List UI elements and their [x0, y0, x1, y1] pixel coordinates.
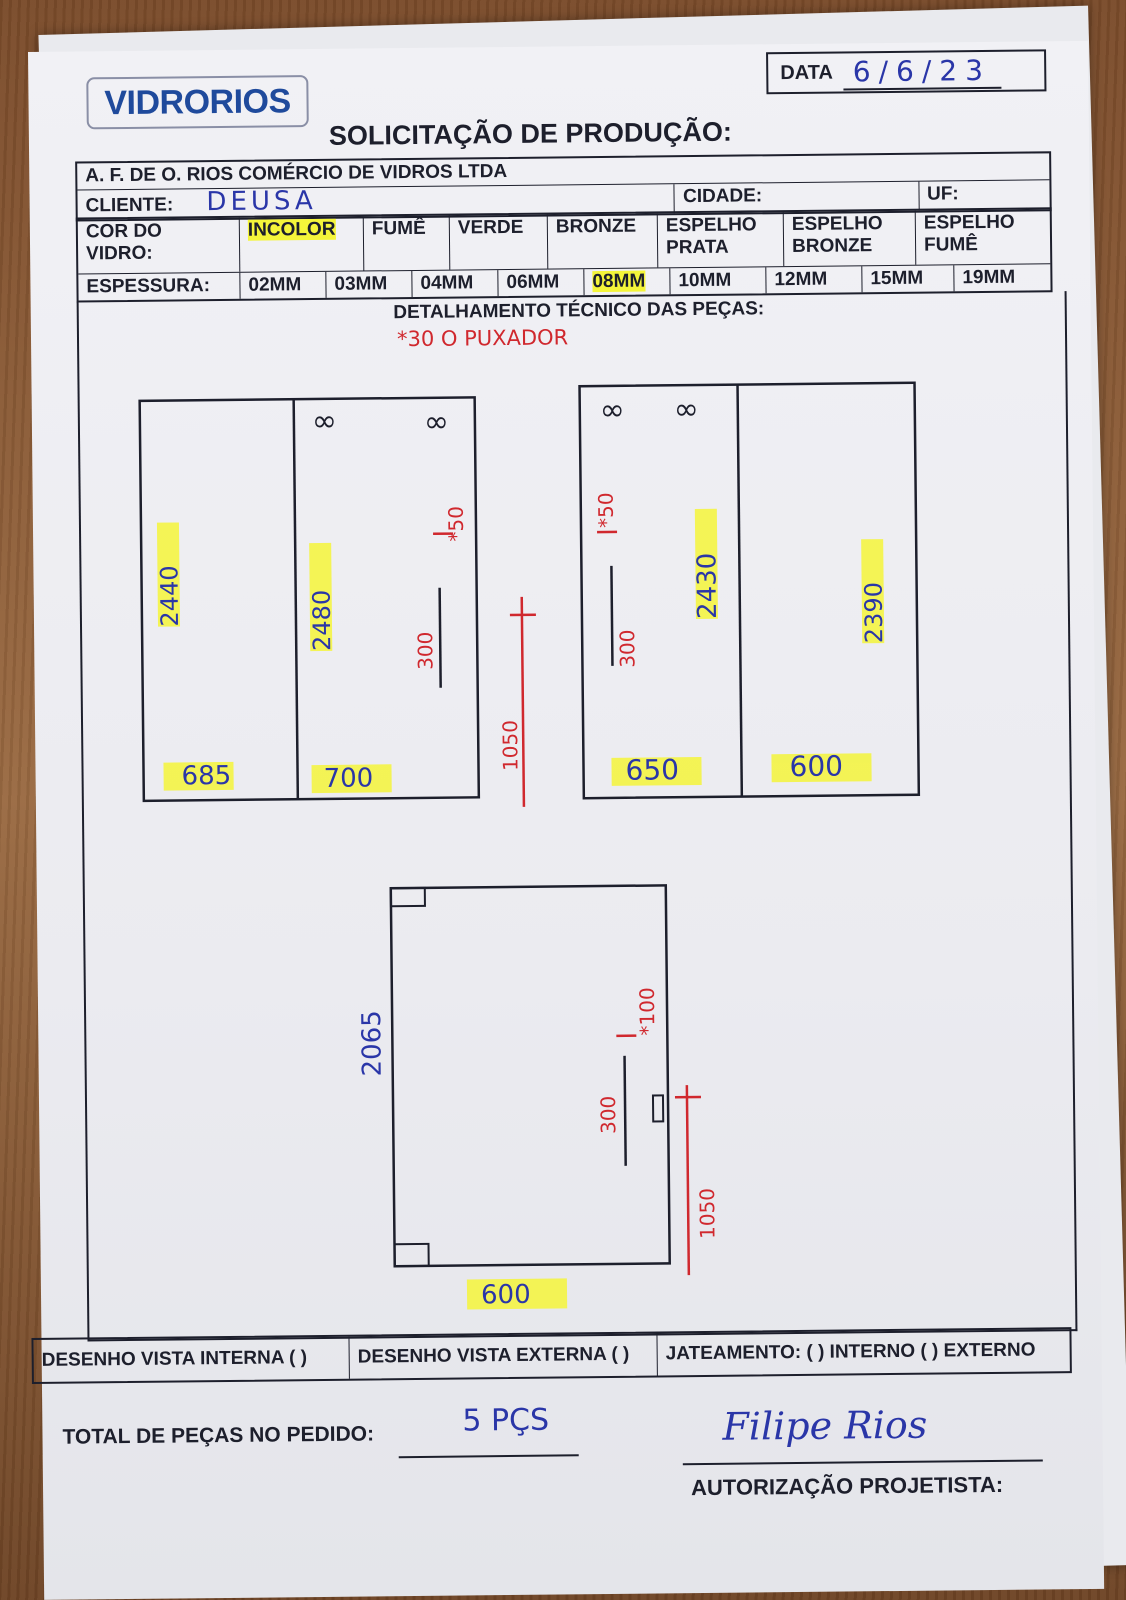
sandblast-option: JATEAMENTO: ( ) INTERNO ( ) EXTERNO	[665, 1339, 1036, 1365]
color-option-bronze: BRONZE	[547, 213, 659, 269]
right-panels-outline	[578, 381, 921, 800]
signature-line	[682, 1459, 1043, 1466]
designer-signature: Filipe Rios	[722, 1402, 928, 1449]
svg-text:∞: ∞	[674, 392, 699, 427]
date-value: 6/6/23	[842, 53, 1002, 90]
color-option-espelho-fume: ESPELHO FUMÊ	[923, 211, 1015, 256]
total-underline	[398, 1454, 579, 1459]
thickness-label: ESPESSURA:	[78, 272, 241, 301]
svg-text:∞: ∞	[424, 405, 449, 440]
client-label: CLIENTE:	[85, 194, 174, 217]
thickness-03mm: 03MM	[326, 270, 413, 298]
thickness-12mm: 12MM	[766, 266, 863, 294]
external-view-option: DESENHO VISTA EXTERNA ( )	[349, 1333, 658, 1379]
offset-left: *50	[444, 506, 468, 542]
height-2430: 2430	[692, 553, 723, 619]
width-685: 685	[181, 761, 231, 792]
height-2480: 2480	[308, 590, 337, 651]
view-options-row: DESENHO VISTA INTERNA ( ) DESENHO VISTA …	[31, 1327, 1072, 1385]
svg-text:∞: ∞	[312, 404, 337, 439]
handle-length-right: 300	[615, 629, 639, 667]
door-width: 600	[481, 1280, 531, 1311]
total-pieces-label: TOTAL DE PEÇAS NO PEDIDO:	[62, 1422, 375, 1449]
door-marker: 1050	[695, 1188, 720, 1239]
total-pieces-value: 5 PÇS	[462, 1402, 550, 1439]
door-outline	[389, 884, 671, 1268]
height-2440: 2440	[155, 565, 184, 626]
vidrorios-logo: VIDRORIOS	[86, 75, 309, 130]
technical-drawing-area: DETALHAMENTO TÉCNICO DAS PEÇAS:	[76, 291, 1078, 1342]
handle-note: *30 O PUXADOR	[397, 325, 568, 351]
thickness-19mm: 19MM	[962, 266, 1016, 289]
mid-marker: 1050	[498, 720, 523, 771]
internal-view-option: DESENHO VISTA INTERNA ( )	[33, 1336, 350, 1383]
authorization-label: AUTORIZAÇÃO PROJETISTA:	[690, 1471, 1004, 1501]
color-option-incolor: INCOLOR	[247, 218, 336, 241]
height-2390: 2390	[860, 582, 889, 643]
glass-spec-table: COR DO VIDRO: INCOLOR FUMÊ VERDE BRONZE …	[75, 207, 1053, 303]
form-title: SOLICITAÇÃO DE PRODUÇÃO:	[328, 116, 733, 151]
door-offset: *100	[635, 987, 660, 1035]
color-option-verde: VERDE	[449, 214, 549, 270]
handle-length-left: 300	[413, 632, 437, 670]
thickness-02mm: 02MM	[240, 271, 327, 299]
door-height: 2065	[357, 1010, 388, 1076]
thickness-15mm: 15MM	[862, 265, 955, 293]
color-option-espelho-bronze: ESPELHO BRONZE	[783, 210, 917, 267]
thickness-06mm: 06MM	[498, 269, 585, 297]
left-panels-outline	[138, 396, 481, 803]
color-option-espelho-prata: ESPELHO PRATA	[657, 212, 785, 268]
production-request-form: VIDRORIOS DATA 6/6/23 SOLICITAÇÃO DE PRO…	[28, 40, 1105, 1600]
width-600: 600	[789, 750, 843, 784]
date-field: DATA 6/6/23	[766, 49, 1047, 95]
thickness-04mm: 04MM	[412, 270, 499, 297]
thickness-10mm: 10MM	[670, 267, 767, 295]
offset-right: *50	[594, 492, 618, 528]
width-650: 650	[625, 753, 679, 787]
glass-color-label: COR DO VIDRO:	[77, 217, 241, 274]
glass-panel-sketches: ∞ ∞ ∞ ∞	[138, 325, 921, 1311]
client-value: DEUSA	[206, 185, 317, 218]
date-label: DATA	[780, 61, 833, 84]
width-700: 700	[323, 763, 373, 794]
thickness-08mm: 08MM	[592, 270, 646, 293]
door-handle-length: 300	[596, 1096, 620, 1134]
color-option-fume: FUMÊ	[363, 215, 451, 271]
svg-text:∞: ∞	[600, 393, 625, 428]
uf-field: UF:	[926, 183, 959, 205]
